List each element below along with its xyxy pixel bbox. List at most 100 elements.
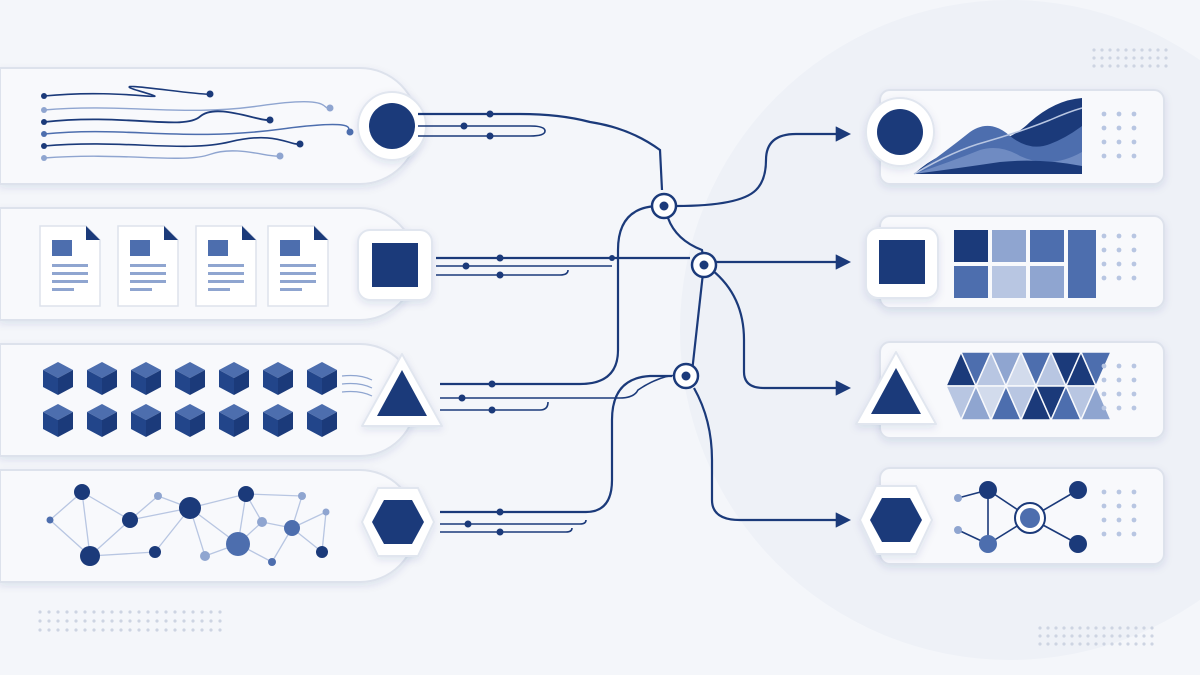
decor-dot (1164, 56, 1168, 60)
connector-bus-4 (440, 374, 672, 536)
decor-dot (38, 628, 42, 632)
decor-dot (1124, 56, 1128, 60)
stream-dot (41, 143, 47, 149)
input-panel-network (0, 469, 417, 583)
graph-node (979, 481, 997, 499)
decor-dot (137, 619, 141, 623)
decor-dot (74, 619, 78, 623)
grid-tile (954, 266, 988, 298)
document-icon (117, 225, 179, 307)
triangle-mosaic-graphic (944, 350, 1113, 422)
graph-edge (81, 491, 91, 557)
decor-dot (182, 628, 186, 632)
stream-dot (206, 90, 214, 98)
decor-dot (1116, 153, 1122, 159)
decor-dot (1131, 391, 1137, 397)
decor-dot (101, 619, 105, 623)
decor-dot (1101, 111, 1107, 117)
decor-dot (92, 610, 96, 614)
decor-dot (1131, 233, 1137, 239)
stream-dot (296, 140, 304, 148)
decor-dot (1101, 153, 1107, 159)
decor-dot (1140, 56, 1144, 60)
grid-tile (992, 266, 1026, 298)
decor-dot (1116, 139, 1122, 145)
decor-dot (56, 628, 60, 632)
circle-icon (877, 109, 923, 155)
decor-dot (1116, 56, 1120, 60)
decor-dot (1101, 247, 1107, 253)
decor-dot (1124, 64, 1128, 68)
junction-node-3 (672, 362, 700, 390)
decor-dot (146, 610, 150, 614)
graph-edge (245, 493, 303, 497)
decor-dot (1092, 56, 1096, 60)
decor-dot (1126, 642, 1130, 646)
decor-dot (119, 619, 123, 623)
triangle-icon (377, 370, 427, 416)
dot-grid-bottom-right (1038, 626, 1154, 646)
stream-dot (276, 152, 284, 160)
graph-node (226, 532, 250, 556)
decor-dot (1078, 634, 1082, 638)
dot-grid-top-right (1092, 48, 1168, 68)
connector-bus-2 (436, 254, 690, 279)
stream-dot (266, 116, 274, 124)
output-badge-circle (865, 97, 935, 167)
decor-dot (38, 610, 42, 614)
decor-dot (119, 628, 123, 632)
decor-dot (92, 628, 96, 632)
document-icon (267, 225, 329, 307)
stream-dot (41, 155, 47, 161)
decor-dot (1140, 64, 1144, 68)
decor-dot (1092, 48, 1096, 52)
decor-dot (92, 619, 96, 623)
grid-tile (1068, 230, 1096, 298)
decor-dot (1101, 139, 1107, 145)
decor-dot (1054, 642, 1058, 646)
decor-dot (1131, 405, 1137, 411)
grid-tile (992, 230, 1026, 262)
graph-node (122, 512, 138, 528)
decor-dot (1038, 642, 1042, 646)
decor-dot (1062, 634, 1066, 638)
decor-dot (137, 628, 141, 632)
decor-dot (1116, 64, 1120, 68)
stream-line (43, 150, 281, 159)
decor-dot (1094, 642, 1098, 646)
graph-node (238, 486, 254, 502)
decor-dot (1142, 626, 1146, 630)
decor-dot (1038, 634, 1042, 638)
cube-icon (263, 404, 293, 437)
decor-dot (1142, 634, 1146, 638)
decor-dot (164, 619, 168, 623)
decor-dot (1046, 626, 1050, 630)
decor-dot (47, 628, 51, 632)
input-panel-streams (0, 67, 419, 185)
triangle-icon (871, 368, 921, 414)
decor-dot (1070, 634, 1074, 638)
decor-dot (1102, 626, 1106, 630)
decor-dot (146, 628, 150, 632)
graph-node (154, 492, 162, 500)
decor-dot (1101, 489, 1107, 495)
stream-line (43, 110, 271, 124)
decor-dot (56, 610, 60, 614)
cube-icon (175, 404, 205, 437)
decor-dot (1116, 531, 1122, 537)
cube-icon (131, 404, 161, 437)
decor-dot (65, 610, 69, 614)
decor-dot (1086, 642, 1090, 646)
decor-dot (1150, 634, 1154, 638)
graph-node (257, 517, 267, 527)
decor-dot (164, 610, 168, 614)
decor-dot (1131, 139, 1137, 145)
stream-dot (346, 128, 354, 136)
layered-area-graphic (913, 98, 1083, 175)
decor-dot (1110, 642, 1114, 646)
decor-dot (173, 619, 177, 623)
stream-line (341, 382, 373, 389)
decor-dot (128, 610, 132, 614)
decor-dot (191, 628, 195, 632)
